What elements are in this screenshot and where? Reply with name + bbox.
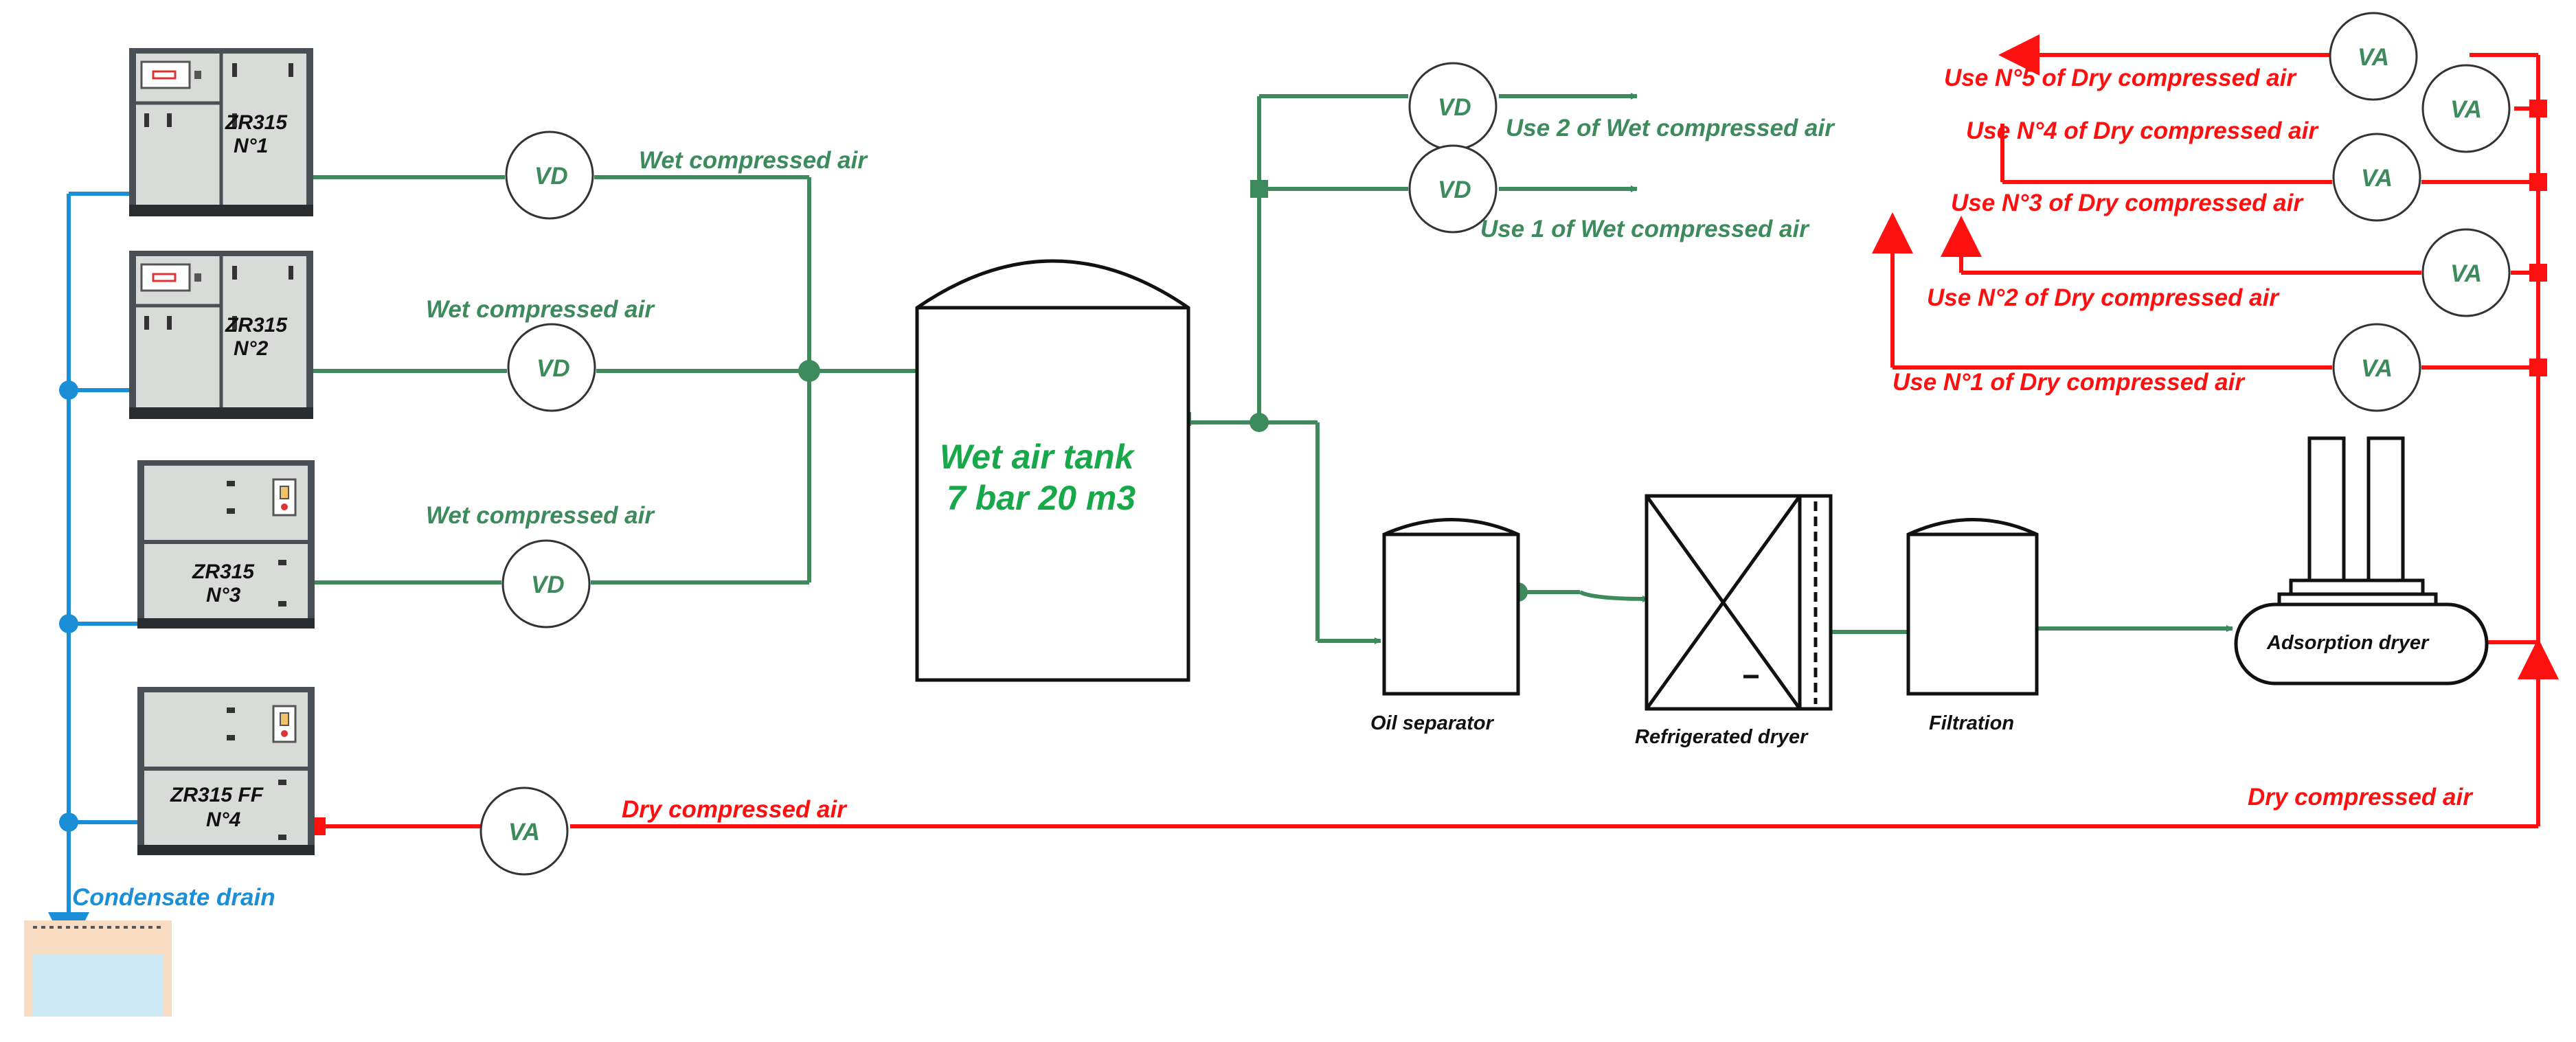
compressor-3: ZR315 N°3	[137, 460, 315, 628]
dry-use-3-label: Use N°3 of Dry compressed air	[1951, 190, 2304, 216]
refrigerated-dryer-label: Refrigerated dryer	[1635, 726, 1809, 748]
dry-air-label-compressor-4: Dry compressed air	[622, 796, 848, 823]
compressor-2-number: N°2	[234, 337, 269, 360]
svg-text:VA: VA	[2450, 260, 2482, 287]
meter-vd-compressor-3: VD	[501, 539, 591, 628]
meter-vd-compressor-1: VD	[505, 131, 594, 220]
meter-va-compressor-4: VA	[479, 786, 569, 876]
wet-air-label-compressor-2: Wet compressed air	[426, 296, 655, 323]
condensate-drain-label: Condensate drain	[72, 884, 275, 911]
svg-text:VA: VA	[2358, 44, 2389, 71]
dry-use-1-label: Use N°1 of Dry compressed air	[1893, 369, 2246, 396]
refrigerated-dryer	[1645, 494, 1833, 711]
adsorption-dryer-label: Adsorption dryer	[2266, 632, 2430, 654]
meter-va-dry-use-1: VA	[2332, 323, 2421, 412]
compressor-4-number: N°4	[206, 808, 241, 831]
meter-vd-wet-use-2: VD	[1408, 62, 1498, 151]
svg-text:VD: VD	[536, 355, 570, 382]
compressor-3-model: ZR315	[192, 560, 255, 583]
tank-label-line2: 7 bar 20 m3	[947, 479, 1136, 517]
compressor-4: ZR315 FF N°4	[137, 687, 315, 855]
compressor-4-model: ZR315 FF	[170, 784, 264, 806]
compressor-1-model: ZR315	[225, 111, 288, 134]
wet-air-label-compressor-3: Wet compressed air	[426, 502, 655, 529]
drain-junctions	[59, 381, 78, 832]
dry-air-piping	[323, 34, 2559, 828]
adsorption-dryer: Adsorption dryer	[2234, 436, 2489, 686]
compressor-2: ZR315 N°2	[129, 251, 313, 419]
oil-separator-label: Oil separator	[1370, 712, 1495, 734]
meter-va-dry-use-5: VA	[2329, 12, 2418, 101]
svg-text:VA: VA	[2361, 355, 2393, 382]
filtration-label: Filtration	[1929, 712, 2014, 734]
tank-label-line1: Wet air tank	[940, 438, 1136, 476]
svg-text:VD: VD	[1438, 177, 1471, 203]
compressor-1-number: N°1	[234, 135, 268, 157]
svg-text:VA: VA	[2361, 165, 2393, 192]
wet-use-1-label: Use 1 of Wet compressed air	[1480, 216, 1810, 242]
meter-vd-compressor-2: VD	[507, 323, 596, 412]
dry-air-label-adsorption: Dry compressed air	[2248, 784, 2474, 811]
svg-text:VD: VD	[534, 163, 568, 190]
svg-text:VD: VD	[1438, 94, 1471, 121]
svg-text:VA: VA	[2450, 96, 2482, 123]
wet-air-tank: Wet air tank 7 bar 20 m3	[915, 259, 1190, 682]
meter-va-dry-use-4: VA	[2421, 64, 2511, 153]
wet-air-label-compressor-1: Wet compressed air	[639, 147, 868, 174]
condensate-drain-line	[48, 192, 137, 953]
condensate-tank	[24, 920, 172, 1017]
dry-use-5-label: Use N°5 of Dry compressed air	[1944, 65, 2297, 91]
wet-use-2-label: Use 2 of Wet compressed air	[1506, 115, 1835, 141]
dry-use-2-label: Use N°2 of Dry compressed air	[1927, 284, 2280, 311]
meter-va-dry-use-2: VA	[2421, 228, 2511, 317]
svg-text:VD: VD	[531, 571, 565, 598]
meter-vd-wet-use-1: VD	[1408, 144, 1498, 234]
compressor-1: ZR315 N°1	[129, 48, 313, 216]
compressor-2-model: ZR315	[225, 314, 288, 337]
svg-text:VA: VA	[508, 819, 540, 846]
meter-va-dry-use-3: VA	[2332, 133, 2421, 222]
filtration-unit	[1906, 518, 2039, 696]
oil-separator	[1382, 518, 1520, 696]
compressor-3-number: N°3	[206, 584, 241, 607]
dry-use-4-label: Use N°4 of Dry compressed air	[1966, 117, 2319, 144]
